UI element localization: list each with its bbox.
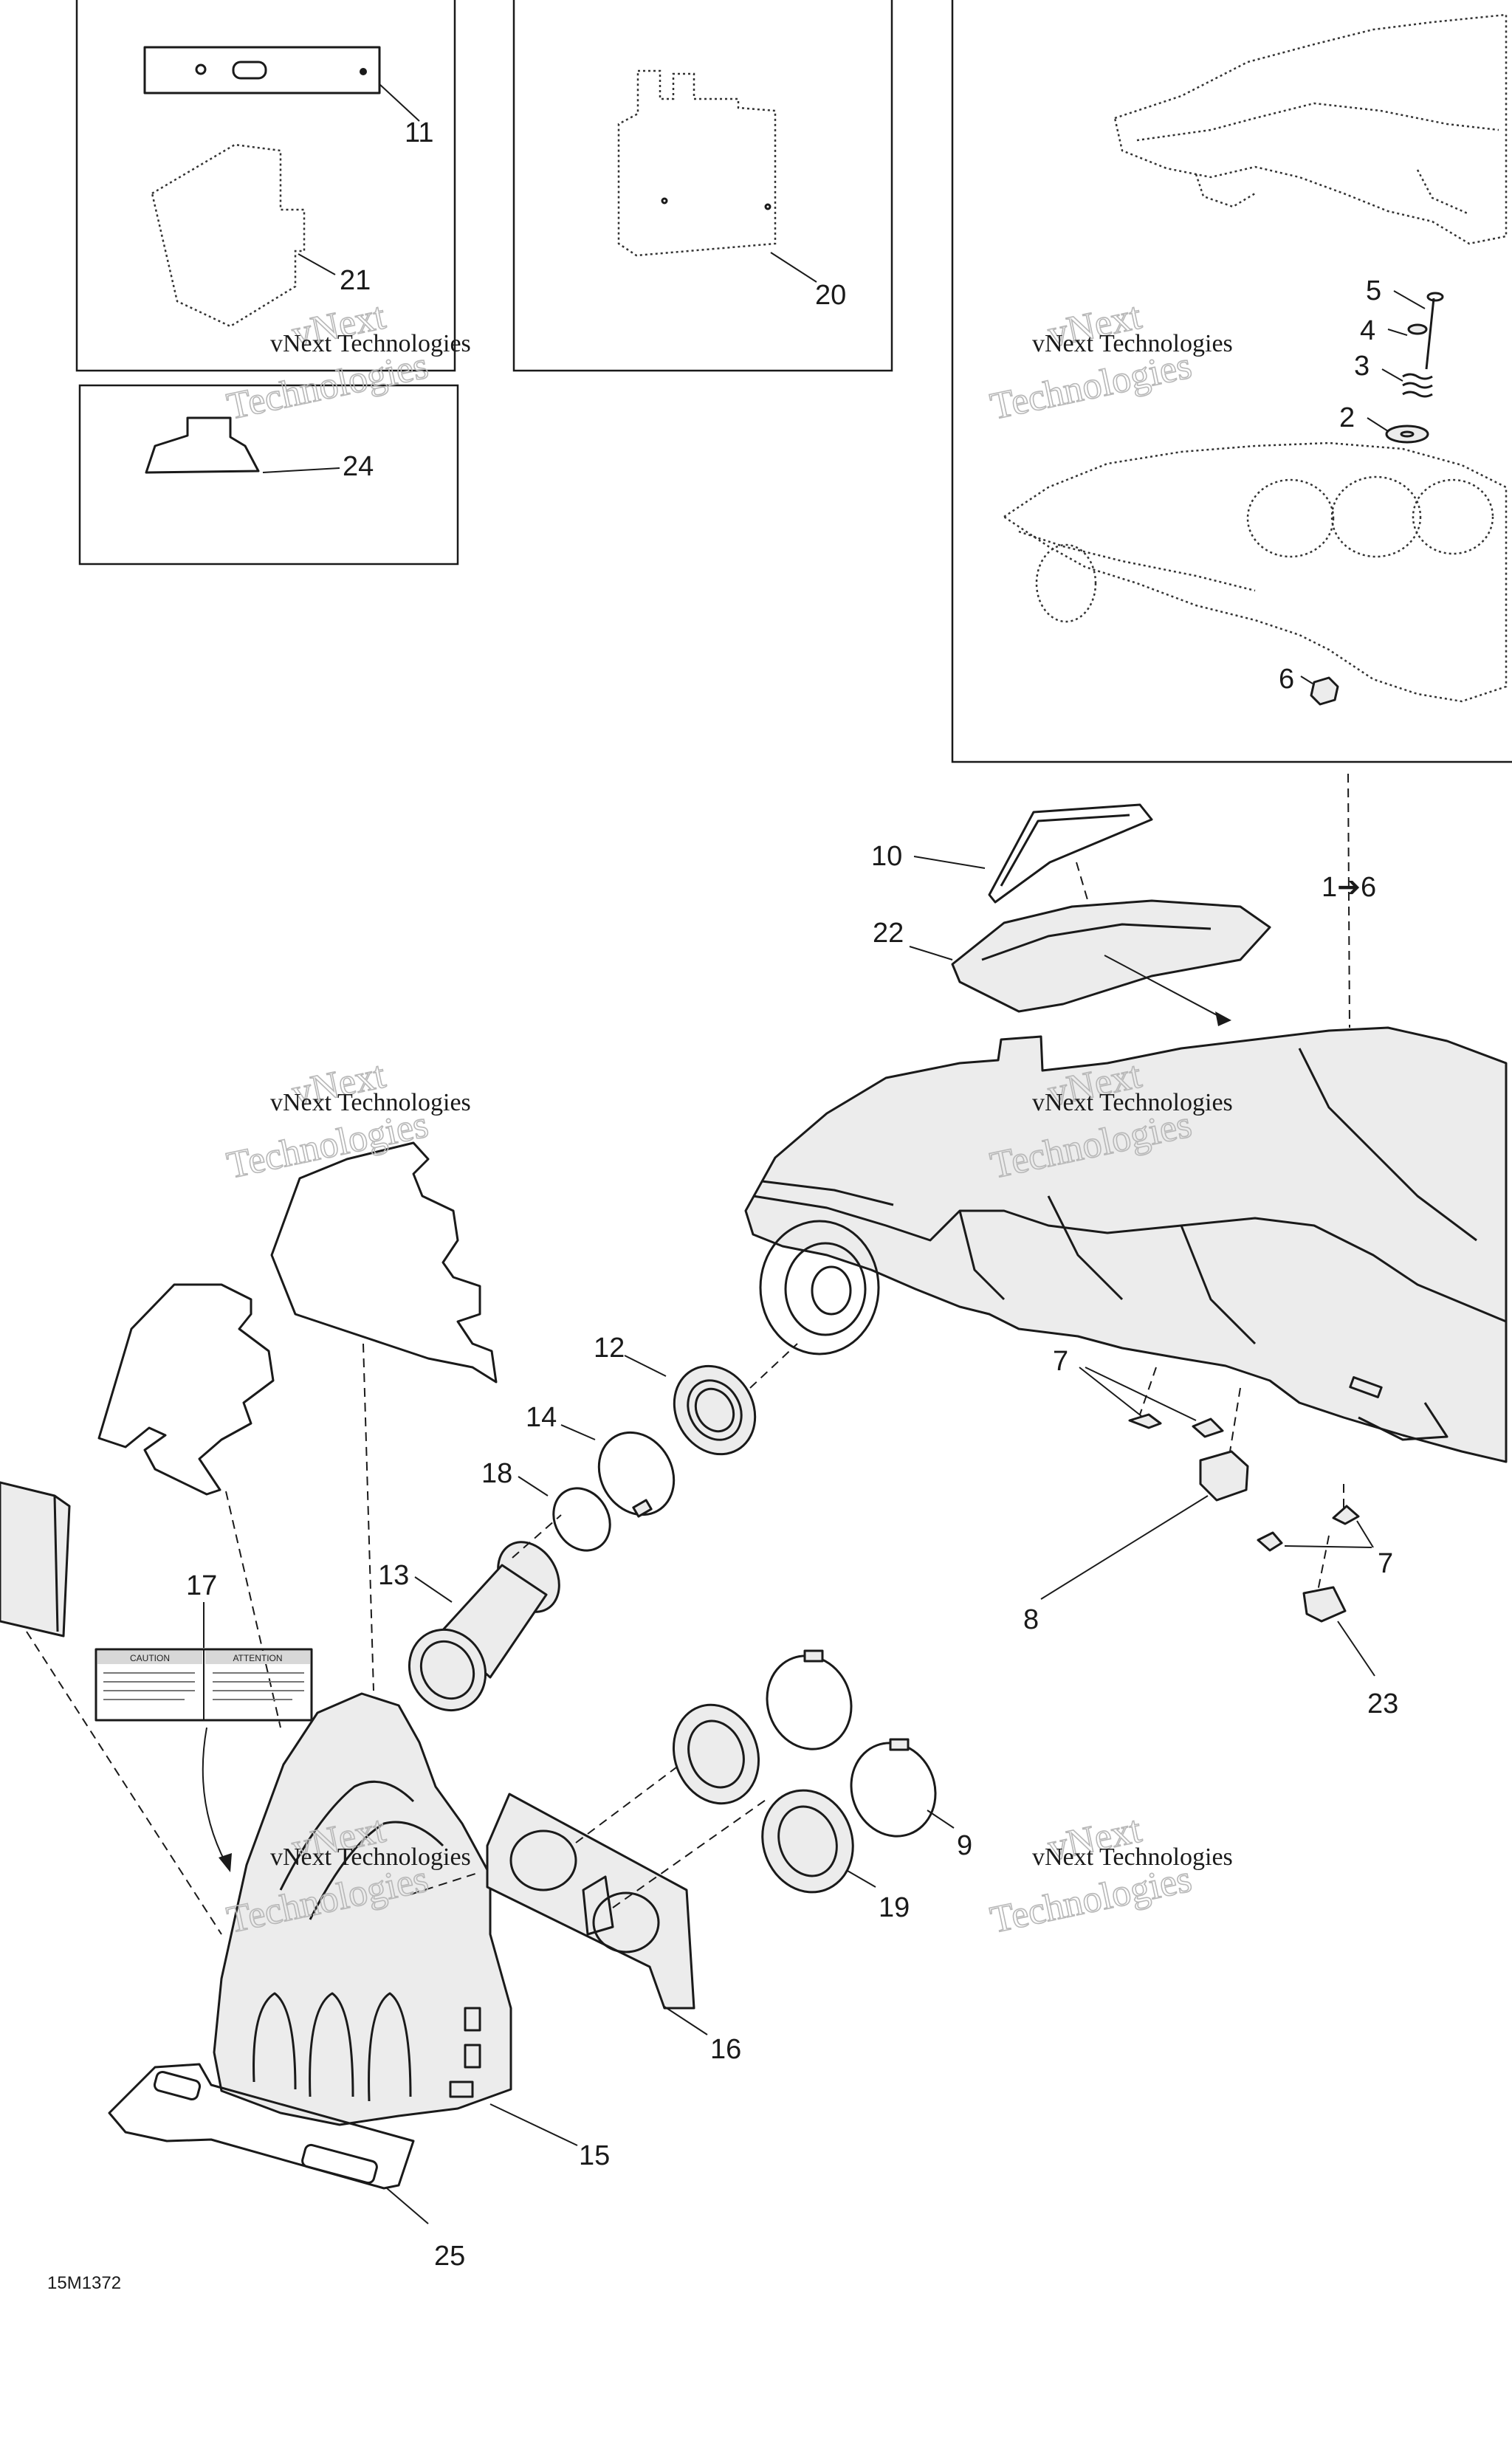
part-24-pad <box>145 416 340 474</box>
part-11-strip <box>143 46 420 122</box>
watermark-mid-left: vNext vNext Technologies Technologies <box>223 1054 471 1188</box>
nut-6 <box>1300 676 1339 706</box>
callout-7-upper: 7 <box>1053 1346 1068 1377</box>
callout-20: 20 <box>815 280 846 311</box>
clamp-14 <box>560 1424 676 1518</box>
airbox-upper-dotted <box>1113 13 1508 245</box>
foam-block <box>0 1481 222 1935</box>
callout-13: 13 <box>378 1560 409 1591</box>
callout-12: 12 <box>594 1333 625 1364</box>
callout-17: 17 <box>186 1570 217 1601</box>
callout-18: 18 <box>481 1458 512 1489</box>
callout-21: 21 <box>340 265 371 296</box>
oring-18 <box>518 1476 611 1552</box>
watermark-mr-line2: vNext Technologies <box>1032 1089 1233 1116</box>
clip-8 <box>1040 1387 1249 1600</box>
decal-caution-label: CAUTION <box>130 1653 170 1663</box>
callout-23: 23 <box>1367 1688 1398 1719</box>
watermark-top-line2: vNext Technologies <box>270 330 471 357</box>
airbox-lower-dotted <box>1002 441 1508 703</box>
watermark-top-right: vNext vNext Technologies Technologies <box>986 295 1233 429</box>
bolt-stack-2-5 <box>1367 290 1444 444</box>
callout-10: 10 <box>871 841 902 872</box>
watermark-lr-line2: vNext Technologies <box>1032 1843 1233 1871</box>
inset-frames <box>75 0 1512 763</box>
pad-upper-left <box>270 1141 498 1691</box>
callout-8: 8 <box>1023 1604 1039 1635</box>
callout-2: 2 <box>1339 402 1355 433</box>
sleeve-13 <box>408 1514 562 1712</box>
ring-12 <box>624 1343 798 1456</box>
gasket-25 <box>108 2063 429 2224</box>
callout-4: 4 <box>1360 315 1375 346</box>
callout-25: 25 <box>434 2241 465 2272</box>
adaptor-plate-16 <box>486 1753 769 2035</box>
clips-7 <box>1079 1367 1374 1610</box>
callout-3: 3 <box>1354 351 1370 382</box>
callout-22: 22 <box>873 918 904 949</box>
clip-23 <box>1302 1586 1375 1677</box>
watermark-low-right: vNext vNext Technologies Technologies <box>986 1808 1233 1942</box>
watermark-ml-line2: vNext Technologies <box>270 1089 471 1116</box>
callout-9: 9 <box>957 1830 972 1861</box>
rings-lower <box>672 1649 955 1894</box>
pad-lower-left <box>97 1283 281 1728</box>
part-22-cover <box>909 899 1271 1026</box>
part-21-pad <box>151 143 336 328</box>
callout-15: 15 <box>579 2140 610 2171</box>
callout-6: 6 <box>1279 664 1294 695</box>
resonator-15 <box>213 1692 578 2146</box>
callout-5: 5 <box>1366 275 1381 306</box>
callout-19: 19 <box>879 1892 910 1923</box>
decal-17: CAUTION ATTENTION <box>94 1602 313 1872</box>
callout-16: 16 <box>710 2034 741 2065</box>
main-airbox-body <box>744 773 1508 1463</box>
callout-1-to-6: 1➔6 <box>1322 872 1376 903</box>
watermark-tr-line2: vNext Technologies <box>1032 330 1233 357</box>
callout-11: 11 <box>405 117 433 148</box>
drawing-code: 15M1372 <box>47 2273 121 2293</box>
callout-labels: 11 21 20 24 5 4 3 2 6 10 1➔6 22 12 14 18… <box>186 117 1398 2272</box>
part-10-seal <box>913 803 1153 904</box>
callout-24: 24 <box>343 451 374 482</box>
part-20-pad <box>617 69 817 283</box>
callout-14: 14 <box>526 1402 557 1433</box>
watermark-ll-line2: vNext Technologies <box>270 1843 471 1871</box>
watermark-top: vNext vNext Technologies Technologies <box>223 295 471 429</box>
decal-attention-label: ATTENTION <box>233 1653 282 1663</box>
callout-7-lower: 7 <box>1378 1548 1393 1579</box>
